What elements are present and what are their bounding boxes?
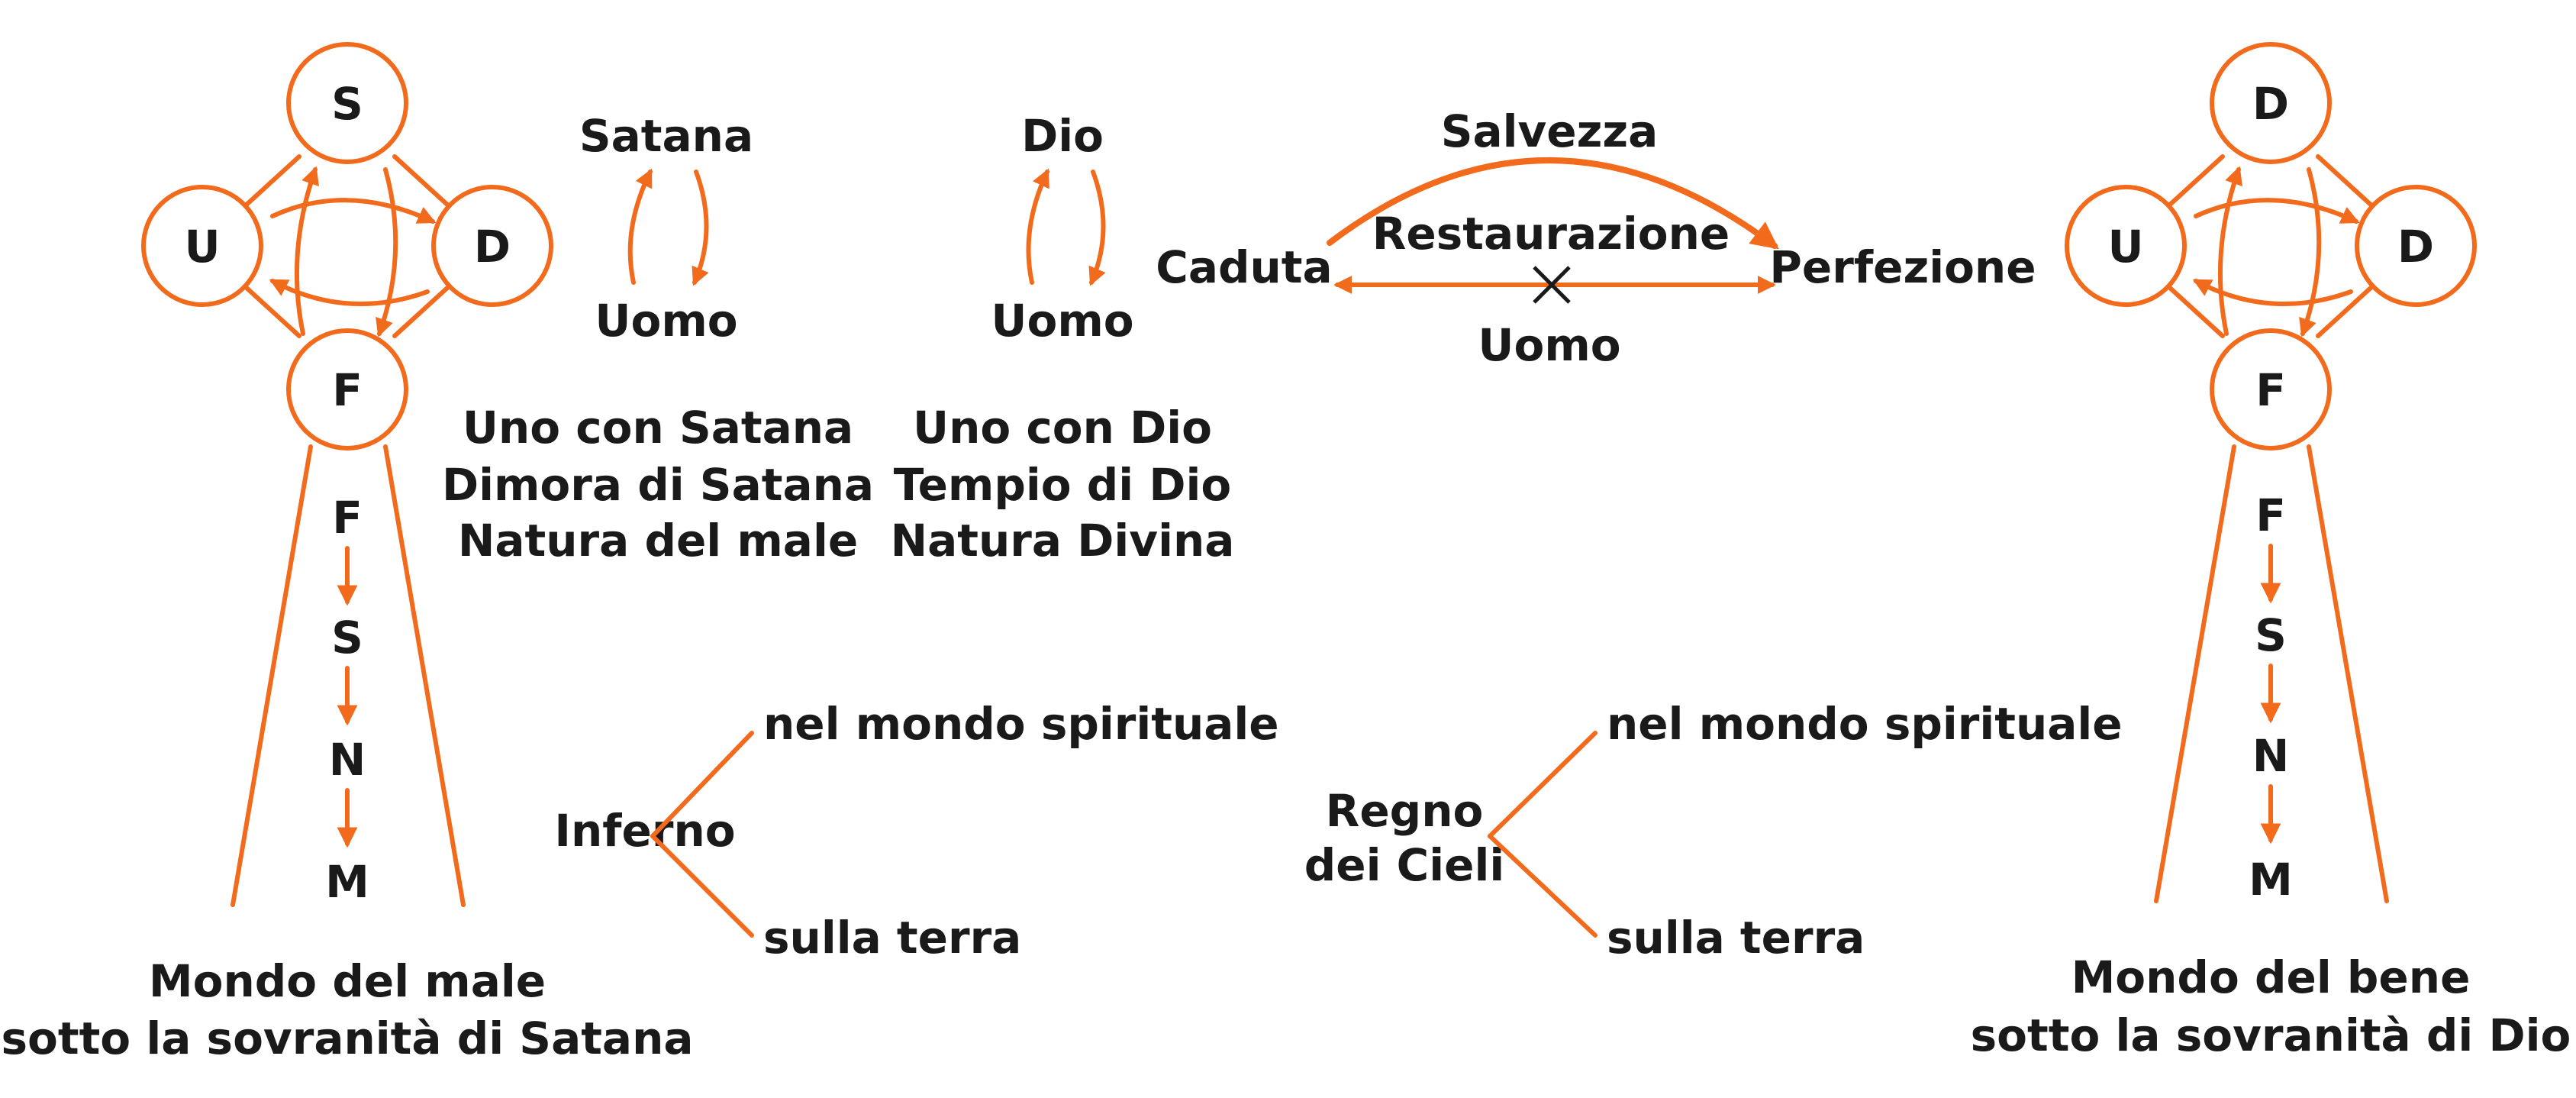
evil-chain-item: S — [331, 612, 363, 664]
good-node-top: D — [2252, 78, 2289, 130]
hell-branch-bottom-label: sulla terra — [763, 912, 1021, 964]
satan-arrow-up — [627, 168, 653, 285]
evil-node-right-circle — [431, 185, 553, 307]
heaven-branch-bottom-line — [1488, 834, 1598, 938]
good-funnel-right-line — [2307, 444, 2389, 903]
evil-chain-item: M — [325, 856, 369, 908]
heaven-label-line2: dei Cieli — [1304, 839, 1504, 891]
evil-node-top-circle — [286, 42, 408, 164]
heaven-branch-top-line — [1488, 731, 1598, 838]
good-chain-item: N — [2252, 730, 2290, 782]
course-man-label: Uomo — [1478, 319, 1620, 371]
evil-world-caption-line2: sotto la sovranità di Satana — [1, 1012, 693, 1064]
evil-diamond-side — [236, 154, 301, 215]
hell-branch-top-label: nel mondo spirituale — [763, 698, 1279, 750]
heaven-branch-top-label: nel mondo spirituale — [1607, 698, 2123, 750]
evil-node-bottom: F — [332, 364, 363, 416]
evil-world-diagram: S U D F F S N M Mondo del male sotto la … — [1, 42, 694, 1064]
good-world-caption-line2: sotto la sovranità di Dio — [1971, 1009, 2571, 1061]
fall-label: Caduta — [1156, 241, 1332, 293]
evil-funnel-left-line — [231, 444, 313, 907]
evil-node-bottom-circle — [286, 328, 408, 451]
good-funnel-left-line — [2154, 444, 2236, 903]
good-chain-item: F — [2255, 489, 2286, 541]
god-arrow-down — [1088, 170, 1106, 286]
god-pair-line1: Uno con Dio — [913, 402, 1212, 454]
god-pair-line3: Natura Divina — [891, 515, 1235, 567]
good-arrow-right-to-left — [2192, 279, 2353, 306]
evil-arrow-left-to-right — [270, 198, 437, 224]
evil-node-top: S — [331, 78, 363, 130]
satan-pair-line3: Natura del male — [458, 515, 858, 567]
good-diamond-side — [2316, 154, 2381, 215]
satan-pair-line2: Dimora di Satana — [442, 459, 874, 511]
good-node-bottom-circle — [2210, 328, 2332, 451]
good-node-bottom: F — [2255, 364, 2286, 416]
good-arrow-bottom-to-top — [2218, 166, 2242, 336]
salvation-arc-arrow — [1327, 157, 1779, 250]
good-diamond-side — [2316, 278, 2381, 338]
satan-man-pair: Satana Uomo Uno con Satana Dimora di Sat… — [442, 110, 874, 567]
good-node-right: D — [2397, 221, 2434, 273]
good-diamond-side — [2159, 154, 2225, 215]
god-pair-line2: Tempio di Dio — [894, 459, 1232, 511]
heaven-label-line1: Regno — [1326, 785, 1484, 837]
heaven-branch: Regno dei Cieli nel mondo spirituale sul… — [1304, 698, 2123, 964]
satan-man-label: Uomo — [595, 295, 737, 347]
evil-node-right: D — [474, 221, 511, 273]
evil-arrow-top-to-bottom — [376, 167, 398, 337]
good-chain-item: M — [2249, 854, 2293, 906]
evil-arrow-right-to-left — [269, 279, 430, 306]
good-node-left-circle — [2065, 185, 2187, 307]
restoration-label: Restaurazione — [1372, 208, 1730, 260]
restoration-course: Salvezza Restaurazione Caduta Perfezione… — [1156, 105, 2036, 371]
good-world-caption-line1: Mondo del bene — [2071, 951, 2471, 1003]
good-node-top-circle — [2210, 42, 2332, 164]
good-world-diagram: D U D F F S N M Mondo del bene sotto la … — [1971, 42, 2571, 1061]
good-diamond-side — [2159, 278, 2225, 338]
evil-funnel-right-line — [383, 444, 466, 907]
hell-branch-top-line — [650, 731, 754, 838]
hell-branch: Inferno nel mondo spirituale sulla terra — [554, 698, 1278, 964]
heaven-branch-bottom-label: sulla terra — [1607, 912, 1865, 964]
evil-node-left: U — [184, 221, 220, 273]
perfection-label: Perfezione — [1769, 241, 2036, 293]
good-node-left: U — [2107, 221, 2143, 273]
evil-arrow-bottom-to-top — [295, 166, 319, 336]
god-man-pair: Dio Uomo Uno con Dio Tempio di Dio Natur… — [891, 110, 1235, 567]
evil-chain-item: N — [329, 734, 366, 786]
evil-diamond-side — [236, 278, 301, 338]
cross-mark-icon — [1533, 266, 1571, 304]
god-arrow-up — [1026, 168, 1049, 285]
evil-diamond-side — [392, 278, 458, 338]
god-man-label: Uomo — [991, 295, 1133, 347]
satan-pair-line1: Uno con Satana — [463, 402, 853, 454]
good-node-right-circle — [2355, 185, 2477, 307]
evil-diamond-side — [392, 154, 458, 215]
good-chain-item: S — [2255, 609, 2287, 661]
evil-chain-item: F — [332, 492, 363, 544]
satan-arrow-down — [692, 170, 709, 286]
hell-label: Inferno — [554, 805, 735, 857]
good-arrow-left-to-right — [2194, 198, 2360, 224]
good-arrow-top-to-bottom — [2299, 167, 2322, 337]
evil-world-caption-line1: Mondo del male — [149, 955, 546, 1007]
hell-branch-bottom-line — [650, 834, 754, 938]
god-label: Dio — [1021, 110, 1104, 162]
salvation-label: Salvezza — [1441, 105, 1659, 157]
evil-node-left-circle — [141, 185, 263, 307]
satan-label: Satana — [579, 110, 753, 162]
